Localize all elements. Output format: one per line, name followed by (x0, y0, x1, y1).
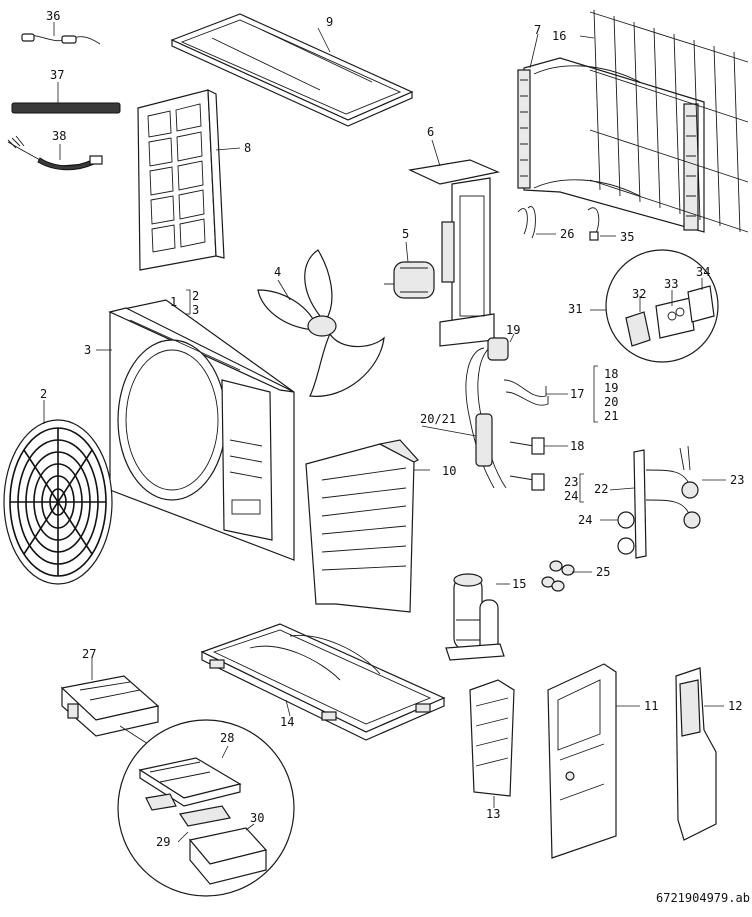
callout-6: 6 (427, 125, 434, 139)
part-35-capillary (587, 207, 616, 241)
callout-31: 31 (568, 302, 582, 316)
callout-brackets (186, 289, 598, 503)
part-27-control-board (60, 658, 160, 745)
part-36-sensor-cable (21, 22, 101, 45)
part-9-top-cover (170, 13, 414, 127)
part-7-condenser-coil (517, 33, 705, 233)
part-4-fan-blade (257, 249, 385, 397)
callout-9: 9 (326, 15, 333, 29)
callout-29: 29 (156, 835, 170, 849)
callout-32: 32 (632, 287, 646, 301)
part-11-right-panel (547, 663, 640, 859)
detail-31-terminal-board (590, 249, 719, 363)
callout-38: 38 (52, 129, 66, 143)
callout-group-23: 23 (564, 475, 578, 489)
part-3-front-casing (96, 299, 295, 561)
callout-33: 33 (664, 277, 678, 291)
callout-22: 22 (594, 482, 608, 496)
callout-34: 34 (696, 265, 710, 279)
callout-3: 3 (84, 343, 91, 357)
callout-group-18: 18 (604, 367, 618, 381)
part-37-bar (11, 82, 121, 114)
callout-14: 14 (280, 715, 294, 729)
part-12-valve-cover (675, 667, 724, 841)
part-15-compressor (445, 573, 510, 661)
callout-7: 7 (534, 23, 541, 37)
callout-4: 4 (274, 265, 281, 279)
part-16-wire-guard (579, 9, 749, 233)
part-22-valve-assembly (600, 445, 726, 559)
callout-37: 37 (50, 68, 64, 82)
callout-13: 13 (486, 807, 500, 821)
part-38-wire-harness (7, 135, 103, 171)
callout-30: 30 (250, 811, 264, 825)
callout-group-20: 20 (604, 395, 618, 409)
part-5-fan-motor (384, 241, 435, 299)
callout-group-24: 24 (564, 489, 578, 503)
callout-19: 19 (506, 323, 520, 337)
part-6-motor-bracket (407, 139, 500, 347)
part-10-partition-plate (305, 439, 430, 613)
callout-16: 16 (552, 29, 566, 43)
callout-23: 23 (730, 473, 744, 487)
callout-20-21: 20/21 (420, 412, 456, 426)
part-17-pipe-assembly (465, 333, 568, 491)
callout-28: 28 (220, 731, 234, 745)
part-8-rear-grille (137, 89, 241, 271)
callout-labels: 36 37 38 9 8 7 16 6 5 26 35 4 1 2 3 3 2 … (40, 9, 744, 849)
callout-group-19: 19 (604, 381, 618, 395)
callout-11: 11 (644, 699, 658, 713)
callout-18: 18 (570, 439, 584, 453)
callout-8: 8 (244, 141, 251, 155)
callout-17: 17 (570, 387, 584, 401)
part-25-flare-nuts (541, 560, 592, 592)
part-26-pipe-clip (517, 206, 556, 239)
callout-1: 1 (170, 295, 177, 309)
callout-26: 26 (560, 227, 574, 241)
detail-28-board-assembly (117, 719, 295, 897)
callout-35: 35 (620, 230, 634, 244)
callout-group-21: 21 (604, 409, 618, 423)
drawing-reference-code: 6721904979.ab (656, 891, 750, 905)
callout-25: 25 (596, 565, 610, 579)
callout-10: 10 (442, 464, 456, 478)
callout-2-sub: 2 (192, 289, 199, 303)
callout-12: 12 (728, 699, 742, 713)
callout-24: 24 (578, 513, 592, 527)
callout-2: 2 (40, 387, 47, 401)
part-14-base-pan (200, 623, 446, 741)
callout-36: 36 (46, 9, 60, 23)
callout-27: 27 (82, 647, 96, 661)
part-13-side-panel (469, 679, 515, 808)
callout-15: 15 (512, 577, 526, 591)
callout-5: 5 (402, 227, 409, 241)
part-2-fan-guard (3, 400, 113, 585)
callout-3-sub: 3 (192, 303, 199, 317)
